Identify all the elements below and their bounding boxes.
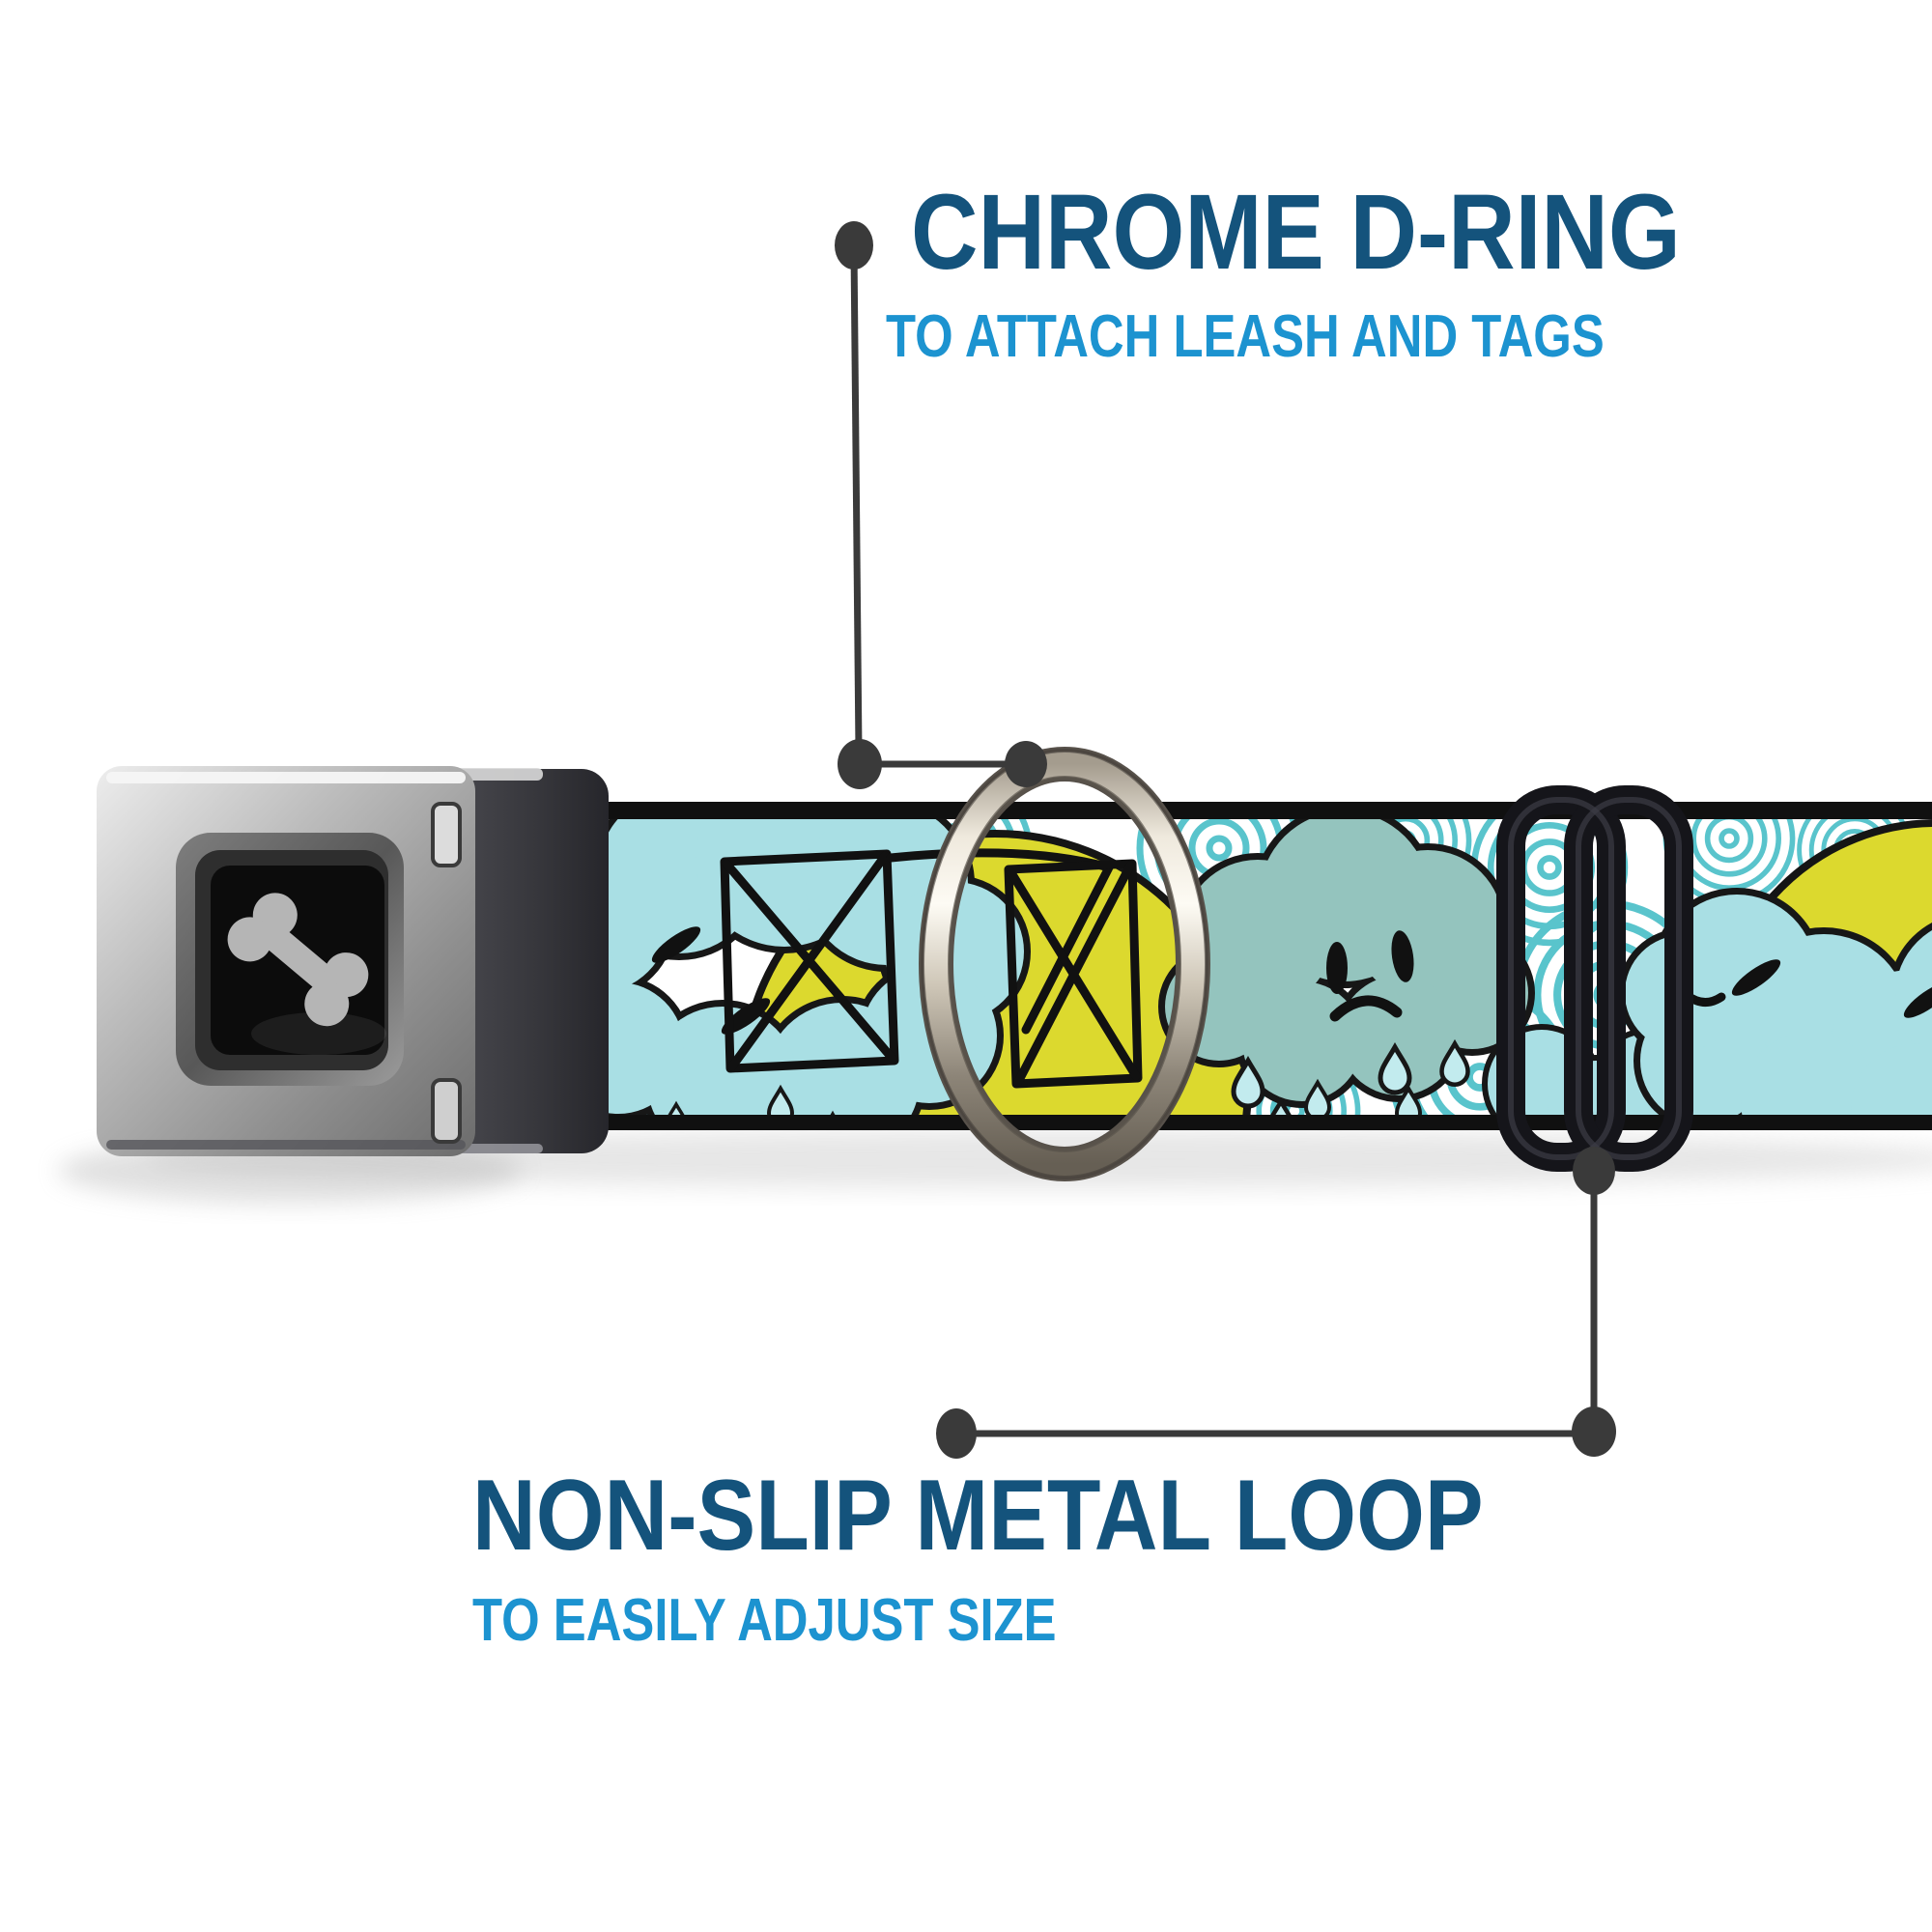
top-callout-connector (835, 221, 1047, 789)
seatbelt-buckle (97, 766, 609, 1156)
callout-dot (1573, 1147, 1615, 1195)
belt-bottom-edge (522, 1115, 1932, 1129)
bottom-callout-connector (936, 1147, 1616, 1459)
belt-top-edge (522, 806, 1932, 819)
top-callout-title: CHROME D-RING (911, 173, 1681, 292)
collar-pattern (522, 808, 1932, 1126)
metal-loop-slider (1496, 785, 1693, 1172)
bottom-callout-subtitle: TO EASILY ADJUST SIZE (472, 1587, 1057, 1654)
collar-band (522, 802, 1932, 1130)
callout-dot (936, 1408, 977, 1459)
stitched-box-motifs (720, 848, 1143, 1089)
callout-dot (1572, 1406, 1616, 1457)
callout-dot (1005, 741, 1047, 787)
callout-dot (835, 221, 873, 270)
bottom-callout-title: NON-SLIP METAL LOOP (472, 1460, 1484, 1572)
dog-bone-icon (227, 893, 369, 1027)
callout-dot (838, 739, 882, 789)
buckle-latch (440, 769, 609, 1153)
chrome-d-ring (919, 747, 1210, 1181)
cloud-sleepy-left (522, 808, 1024, 1126)
top-callout-subtitle: TO ATTACH LEASH AND TAGS (886, 303, 1605, 370)
cloud-sad (1165, 811, 1528, 1101)
